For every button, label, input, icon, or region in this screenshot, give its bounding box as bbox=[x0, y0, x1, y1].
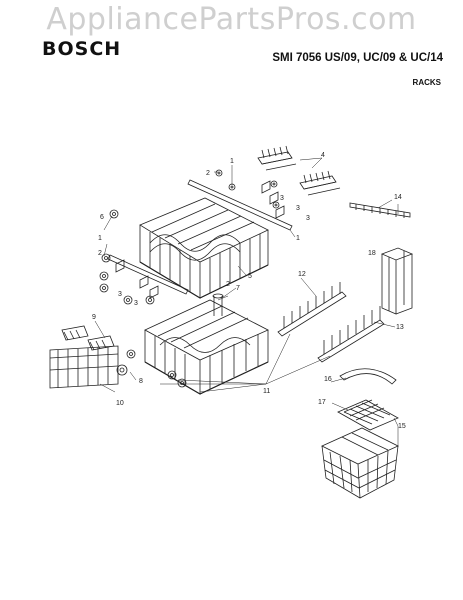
rack-rollers bbox=[99, 169, 285, 305]
callout-15: 15 bbox=[398, 423, 406, 430]
callout-11: 11 bbox=[263, 388, 270, 395]
callout-5: 5 bbox=[248, 273, 252, 280]
lower-rack bbox=[144, 293, 269, 395]
callout-1: 1 bbox=[98, 235, 102, 242]
callout-3: 3 bbox=[296, 205, 300, 212]
callout-10: 10 bbox=[116, 400, 124, 407]
watermark: AppliancePartsPros.com bbox=[46, 2, 417, 37]
tine-row-part-12 bbox=[277, 282, 347, 337]
leader-lines bbox=[94, 157, 399, 446]
callout-2: 2 bbox=[98, 250, 102, 257]
cutlery-basket bbox=[321, 368, 399, 499]
cup-shelf-clips bbox=[257, 145, 341, 196]
callout-3: 3 bbox=[134, 300, 138, 307]
callout-9: 9 bbox=[92, 314, 96, 321]
cutlery-box-part-18 bbox=[380, 247, 414, 315]
callout-labels: 1 2 4 3 3 3 1 14 6 1 2 3 3 5 18 12 2 7 9… bbox=[92, 152, 406, 430]
callout-17: 17 bbox=[318, 399, 326, 406]
callout-13: 13 bbox=[396, 324, 404, 331]
section-title: RACKS bbox=[412, 78, 441, 87]
brand-logo: BOSCH bbox=[42, 38, 122, 60]
lower-rack-wheels bbox=[116, 349, 187, 388]
callout-14: 14 bbox=[394, 194, 402, 201]
callout-16: 16 bbox=[324, 376, 332, 383]
callout-3: 3 bbox=[280, 195, 284, 202]
small-basket-part-10 bbox=[49, 325, 119, 389]
callout-3: 3 bbox=[118, 291, 122, 298]
callout-18: 18 bbox=[368, 250, 376, 257]
callout-1: 1 bbox=[230, 158, 234, 165]
callout-4: 4 bbox=[321, 152, 325, 159]
model-title: SMI 7056 US/09, UC/09 & UC/14 bbox=[272, 52, 443, 64]
tine-rail-part-14 bbox=[349, 202, 411, 218]
callout-7: 7 bbox=[236, 285, 240, 292]
callout-8: 8 bbox=[139, 378, 143, 385]
callout-2: 2 bbox=[206, 170, 210, 177]
tine-row-part-13 bbox=[317, 306, 385, 363]
callout-3: 3 bbox=[306, 215, 310, 222]
callout-2: 2 bbox=[226, 281, 230, 288]
callout-6: 6 bbox=[100, 214, 104, 221]
callout-1: 1 bbox=[296, 235, 300, 242]
callout-12: 12 bbox=[298, 271, 306, 278]
upper-rack bbox=[139, 197, 269, 299]
